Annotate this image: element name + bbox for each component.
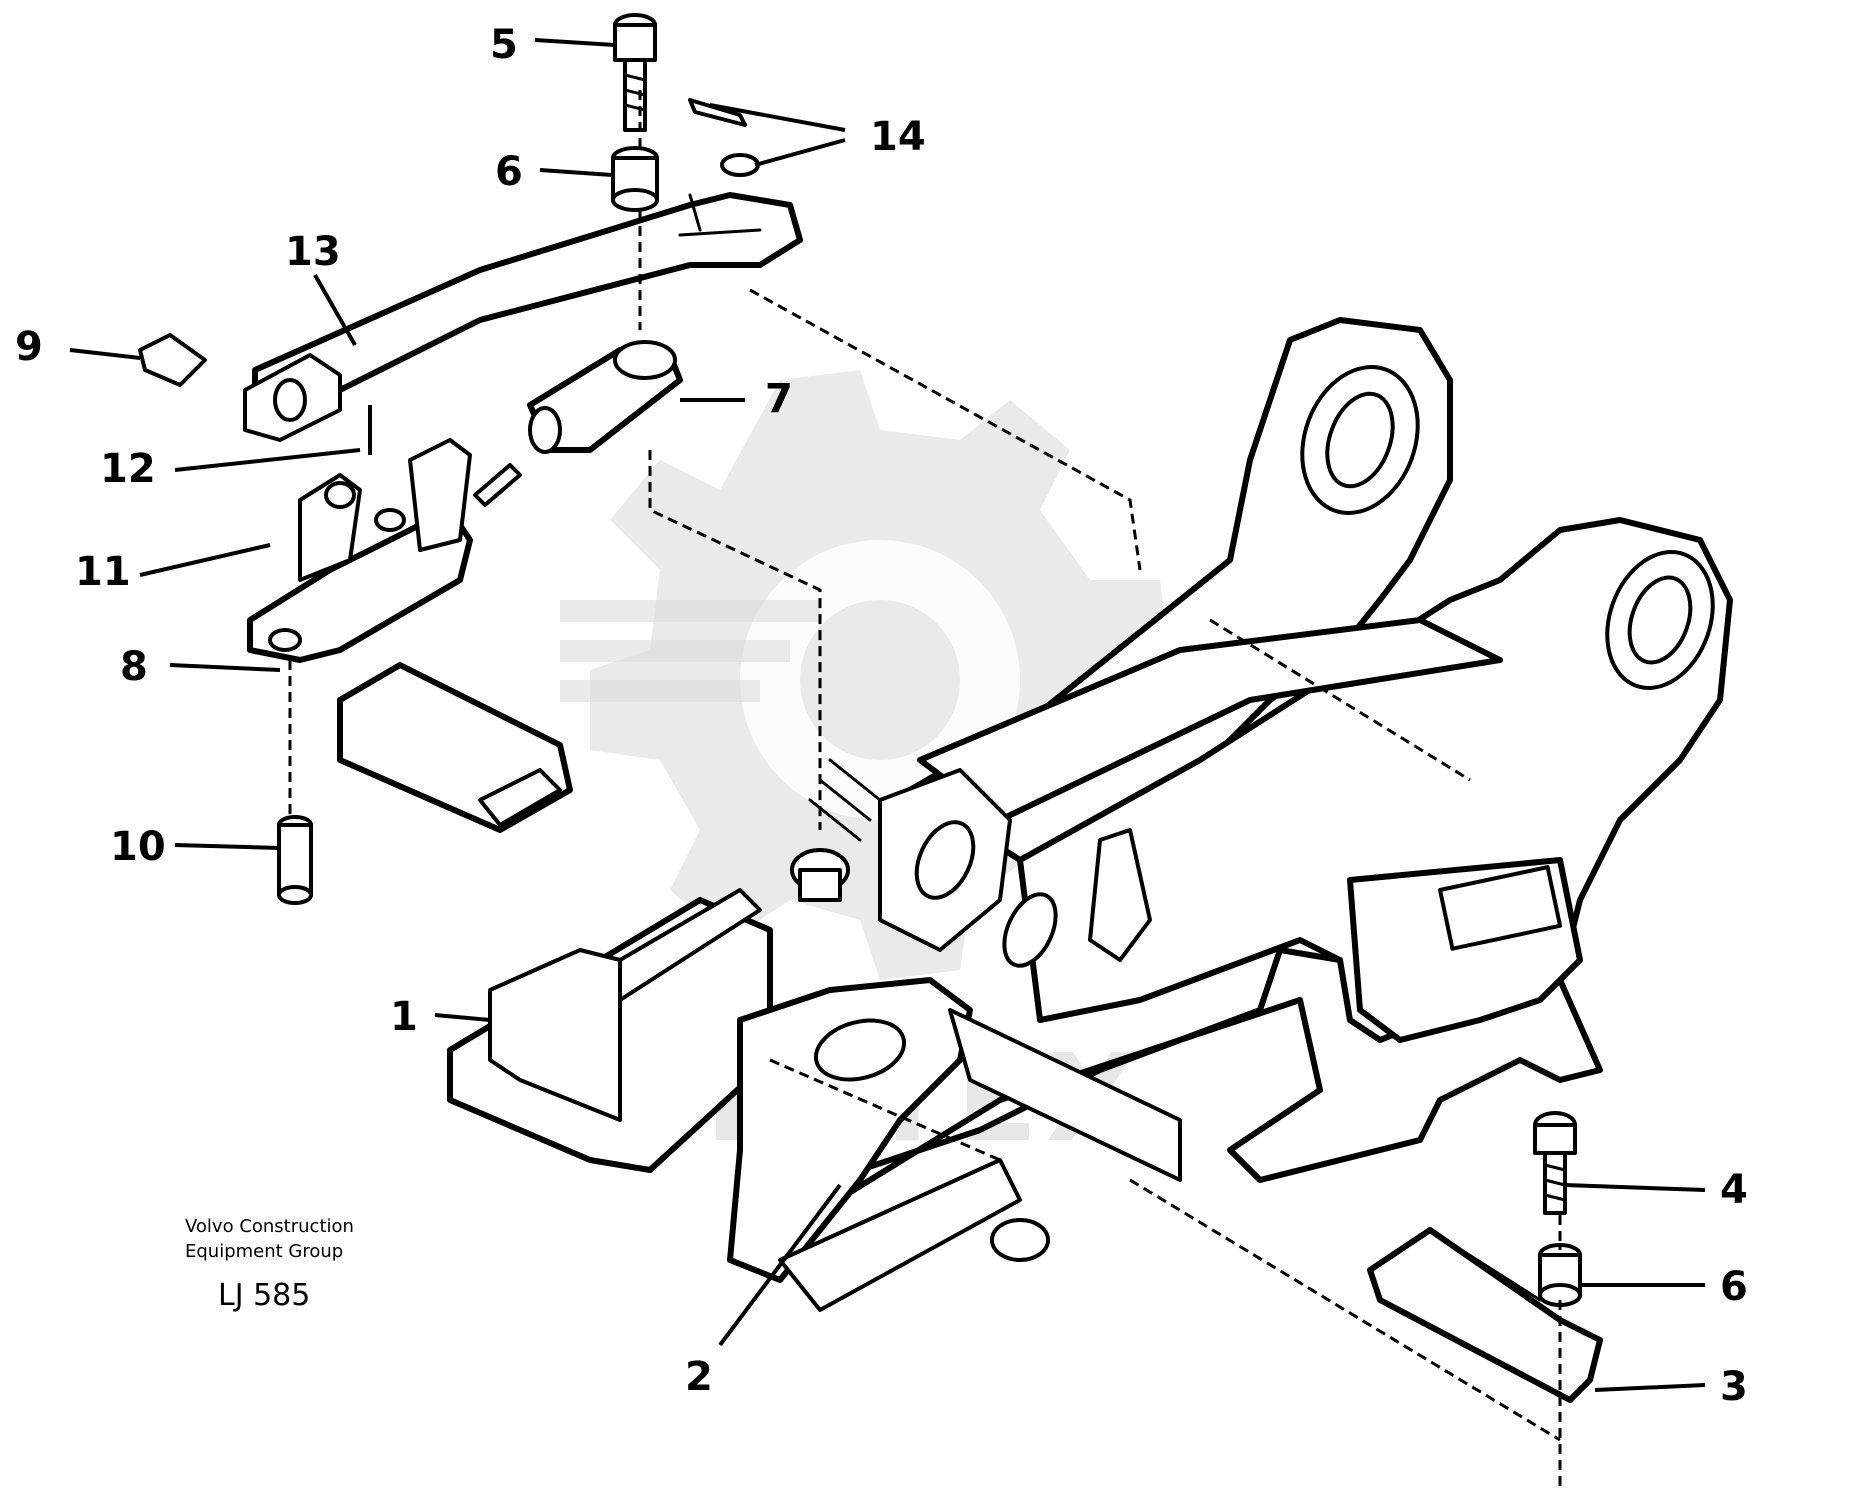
leader-lines	[69, 38, 1706, 1392]
drawing-footer: Volvo Construction Equipment Group LJ 58…	[185, 1216, 354, 1313]
part-10-pin	[277, 815, 313, 905]
callout-11: 11	[75, 549, 131, 595]
coupler-frame	[737, 317, 1733, 1263]
callout-13: 13	[285, 229, 341, 275]
callout-10: 10	[110, 824, 166, 870]
part-9-pin	[138, 333, 207, 387]
callout-1: 1	[390, 994, 418, 1040]
part-7-sleeve	[527, 340, 683, 454]
footer-company: Volvo Construction	[185, 1216, 354, 1237]
spacer-block	[337, 662, 573, 833]
part-11-latch-bracket	[247, 438, 522, 663]
callout-6-upper: 6	[495, 149, 523, 195]
callout-5: 5	[490, 22, 518, 68]
part-14-pin-washer	[688, 98, 760, 177]
callout-12: 12	[100, 446, 156, 492]
callout-14: 14	[870, 114, 926, 160]
footer-group: Equipment Group	[185, 1241, 343, 1262]
drawing-code: LJ 585	[218, 1278, 310, 1313]
part-3-lower-bracket	[1367, 1227, 1603, 1403]
part-1-wedge-plate	[447, 888, 773, 1173]
alignment-lines	[288, 90, 1562, 1490]
part-4-bolt	[1533, 1111, 1577, 1215]
callout-6-lower: 6	[1720, 1264, 1748, 1310]
callout-labels: 5 14 6 13 9 7 12 11 8 10 1 2 4 6 3	[15, 22, 1748, 1410]
part-6-upper-bushing	[611, 146, 659, 212]
part-13-lever-arm	[243, 192, 803, 442]
part-6-lower-bushing	[1538, 1243, 1582, 1307]
callout-9: 9	[15, 324, 43, 370]
callout-4: 4	[1720, 1167, 1748, 1213]
callout-3: 3	[1720, 1364, 1748, 1410]
callout-8: 8	[120, 644, 148, 690]
part-2-locking-hook	[727, 977, 1182, 1312]
callout-2: 2	[685, 1354, 713, 1400]
callout-7: 7	[765, 376, 793, 422]
part-5-bolt	[613, 13, 657, 132]
